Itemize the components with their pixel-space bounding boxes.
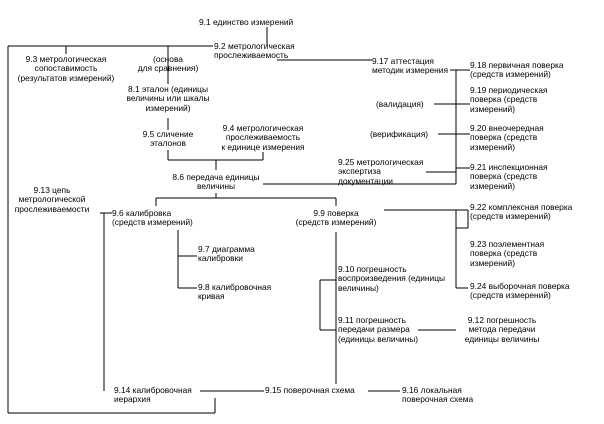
node-9-21: 9.21 инспекционная поверка (средств изме… <box>470 162 548 191</box>
node-9-22: 9.22 комплексная поверка (средств измере… <box>470 202 573 222</box>
node-9-3: 9.3 метрологическая сопоставимость (резу… <box>17 54 115 83</box>
node-9-16: 9.16 локальная поверочная схема <box>402 385 474 405</box>
node-9-2: 9.2 метрологическая прослеживаемость <box>214 41 295 61</box>
node-9-5: 9.5 сличение эталонов <box>142 129 194 149</box>
node-9-20: 9.20 внеочередная поверка (средств измер… <box>470 123 544 152</box>
node-9-25: 9.25 метрологическая экспертиза документ… <box>338 157 424 186</box>
node-8-1: 8.1 эталон (единицы величины или шкалы и… <box>126 84 210 113</box>
node-9-18: 9.18 первичная поверка (средств измерени… <box>470 60 564 80</box>
node-9-15: 9.15 поверочная схема <box>265 385 355 395</box>
node-9-6: 9.6 калибровка (средств измерений) <box>112 208 193 228</box>
node-9-7: 9.7 диаграмма калибровки <box>198 244 255 264</box>
node-9-17: 9.17 аттестация методик измерения <box>372 56 448 76</box>
label-validation: (валидация) <box>376 99 424 109</box>
node-9-4: 9.4 метрологическая прослеживаемость к е… <box>221 123 305 152</box>
node-9-12: 9.12 погрешность метода передачи единицы… <box>464 315 540 344</box>
node-9-23: 9.23 поэлементная поверка (средств измер… <box>470 239 545 268</box>
node-9-13: 9.13 цепь метрологической прослеживаемос… <box>14 185 90 214</box>
node-9-14: 9.14 калибровочная иерархия <box>114 385 192 405</box>
node-9-8: 9.8 калибровочная кривая <box>198 282 272 302</box>
label-verification: (верификация) <box>370 129 429 139</box>
node-9-1: 9.1 единство измерений <box>199 17 294 27</box>
node-9-10: 9.10 погрешность воспроизведения (единиц… <box>338 264 446 293</box>
node-8-6: 8.6 передача единицы величины <box>172 172 260 192</box>
label-basis-for-comparison: (основа для сравнения) <box>137 54 199 74</box>
node-9-24: 9.24 выборочная поверка (средств измерен… <box>470 281 570 301</box>
node-9-19: 9.19 периодическая поверка (средств изме… <box>470 85 548 114</box>
node-9-9: 9.9 поверка (средств измерений) <box>295 208 377 228</box>
node-9-11: 9.11 погрешность передачи размера (едини… <box>338 315 419 344</box>
